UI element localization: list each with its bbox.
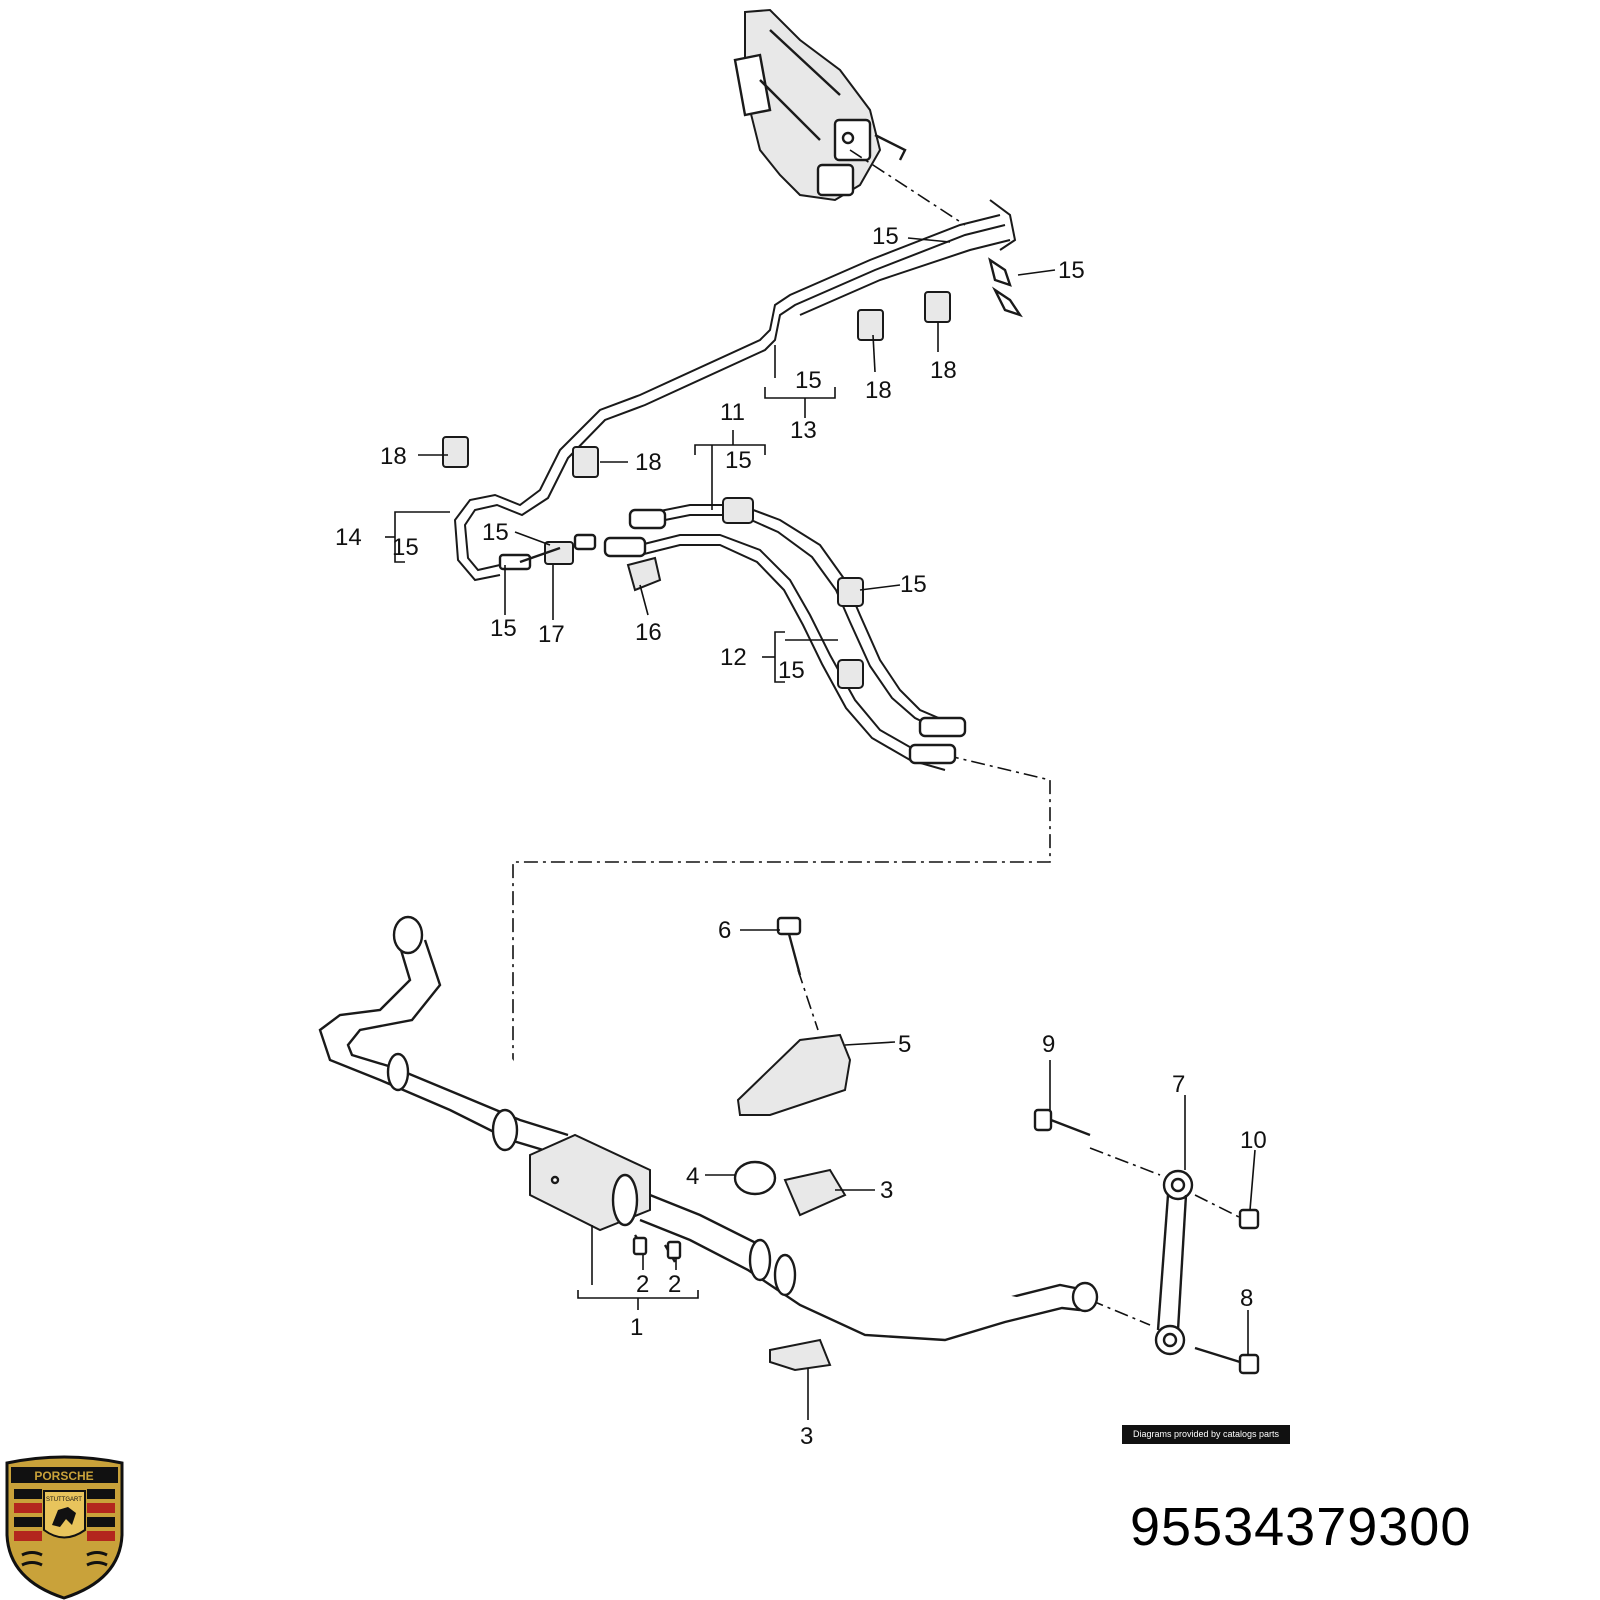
logo-brand-text: PORSCHE — [34, 1469, 93, 1483]
callout-13: 13 — [790, 417, 817, 444]
callout-18: 18 — [380, 443, 407, 470]
callout-15: 15 — [725, 447, 752, 474]
bleed-nipple-2-a — [632, 1236, 648, 1256]
mount-bracket-5 — [736, 1033, 852, 1116]
porsche-crest-logo: PORSCHE STUTTGART — [5, 1455, 124, 1600]
bolt-8 — [1194, 1346, 1260, 1375]
clip-18-a — [442, 436, 469, 468]
callout-18: 18 — [930, 357, 957, 384]
stabilizer-link-7 — [1154, 1169, 1194, 1356]
callout-15: 15 — [392, 534, 419, 561]
callout-10: 10 — [1240, 1127, 1267, 1154]
clip-18-c — [857, 309, 884, 341]
connection-line-nut10 — [1194, 1194, 1246, 1221]
callout-1: 1 — [630, 1314, 643, 1341]
nut-10 — [1238, 1208, 1260, 1230]
callout-12: 12 — [720, 644, 747, 671]
callout-2: 2 — [668, 1271, 681, 1298]
connection-line-mid — [512, 754, 1051, 1120]
fitting-15-17 — [498, 533, 597, 571]
callout-4: 4 — [686, 1163, 699, 1190]
callout-8: 8 — [1240, 1285, 1253, 1312]
bolt-9 — [1033, 1108, 1091, 1137]
clamp-4 — [733, 1160, 777, 1196]
callout-2: 2 — [636, 1271, 649, 1298]
callout-7: 7 — [1172, 1071, 1185, 1098]
callout-15: 15 — [872, 223, 899, 250]
bleed-nipple-2-b — [666, 1240, 682, 1260]
connection-line-top — [849, 149, 966, 226]
clip-18-b — [572, 446, 599, 478]
connection-line-link-bar — [1089, 1299, 1151, 1326]
callout-15: 15 — [1058, 257, 1085, 284]
callout-labels: 15 15 18 18 15 13 18 18 11 15 14 15 15 1… — [335, 223, 1267, 1450]
callout-15: 15 — [490, 615, 517, 642]
callout-5: 5 — [898, 1031, 911, 1058]
leader-lines — [385, 237, 1256, 1420]
callout-3: 3 — [800, 1423, 813, 1450]
callout-15: 15 — [778, 657, 805, 684]
bushing-3-a — [783, 1168, 847, 1217]
sleeve-16 — [626, 556, 662, 592]
callout-18: 18 — [635, 449, 662, 476]
callout-14: 14 — [335, 524, 362, 551]
pipe-pair-13-14 — [453, 199, 1023, 582]
callout-9: 9 — [1042, 1031, 1055, 1058]
callout-6: 6 — [718, 917, 731, 944]
callout-3: 3 — [880, 1177, 893, 1204]
callout-11: 11 — [720, 399, 745, 426]
valve-block-drawing — [733, 8, 907, 202]
connection-line-bolt6 — [797, 969, 819, 1031]
callout-18: 18 — [865, 377, 892, 404]
callout-15: 15 — [900, 571, 927, 598]
bushing-3-b — [769, 1338, 832, 1372]
callout-17: 17 — [538, 621, 565, 648]
callout-15: 15 — [482, 519, 509, 546]
hose-pair-11-12 — [603, 497, 967, 771]
part-number: 95534379300 — [1130, 1497, 1472, 1557]
connection-line-bolt9 — [1089, 1147, 1161, 1176]
bolt-6 — [776, 916, 802, 976]
diagram-credit: Diagrams provided by catalogs parts — [1122, 1425, 1290, 1444]
clip-18-d — [924, 291, 951, 323]
callout-16: 16 — [635, 619, 662, 646]
callout-15: 15 — [795, 367, 822, 394]
logo-city-text: STUTTGART — [46, 1497, 82, 1503]
stabilizer-bar — [318, 915, 1099, 1342]
